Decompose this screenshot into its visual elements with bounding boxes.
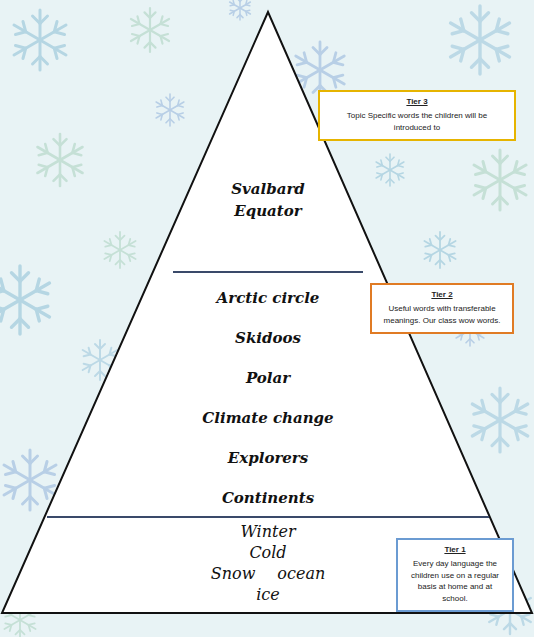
tier-divider <box>47 516 489 518</box>
snowflake <box>102 232 138 268</box>
word-row: Polar <box>246 358 290 398</box>
tier-heading: Tier 1 <box>406 545 504 554</box>
word-row: Arctic circle <box>217 278 320 318</box>
tier-1-callout: Tier 1 Every day language the children us… <box>396 538 514 612</box>
tier-description: Every day language the children use on a… <box>406 558 504 604</box>
tier-divider <box>173 271 363 273</box>
snowflake <box>128 8 172 52</box>
tier-heading: Tier 3 <box>328 97 506 106</box>
tier-description: Useful words with transferable meanings.… <box>380 303 504 326</box>
word-row: Skidoos <box>235 318 301 358</box>
vocabulary-word: ocean <box>277 564 325 583</box>
word-row: Equator <box>234 200 301 222</box>
vocabulary-word: Skidoos <box>235 329 301 347</box>
vocabulary-word: Equator <box>234 202 301 220</box>
tier-2-callout: Tier 2 Useful words with transferable mea… <box>370 283 514 334</box>
word-row: Explorers <box>228 438 308 478</box>
snowflake <box>446 6 513 74</box>
snowflake <box>468 388 531 452</box>
word-row: Continents <box>222 478 314 518</box>
snowflake <box>470 150 529 210</box>
tier-3-callout: Tier 3 Topic Specific words the children … <box>318 90 516 141</box>
snowflake <box>374 154 406 186</box>
vocabulary-word: Arctic circle <box>217 289 320 307</box>
word-row: Svalbard <box>231 178 305 200</box>
snowflake <box>154 94 186 126</box>
tier-description: Topic Specific words the children will b… <box>328 110 506 133</box>
word-row: Winter <box>240 521 295 542</box>
vocabulary-word: Explorers <box>228 449 308 467</box>
pyramid-triangle <box>2 12 532 613</box>
snowflake <box>34 134 86 186</box>
snowflake <box>228 0 252 20</box>
snowflake <box>10 10 69 70</box>
tier-heading: Tier 2 <box>380 290 504 299</box>
tier-3-band: SvalbardEquator <box>190 178 346 222</box>
vocabulary-word: Climate change <box>202 409 333 427</box>
vocabulary-word: Winter <box>240 522 295 541</box>
vocabulary-word: Snow <box>211 564 256 583</box>
vocabulary-word: Continents <box>222 489 314 507</box>
vocabulary-word: Svalbard <box>231 180 305 198</box>
vocabulary-word: Cold <box>249 543 286 562</box>
snowflake <box>422 232 458 268</box>
word-row: Cold <box>249 542 286 563</box>
tier-1-band: WinterColdSnow ocean ice <box>120 521 416 605</box>
vocabulary-word: Polar <box>246 369 290 387</box>
word-row: ice <box>256 584 280 605</box>
snowflake <box>0 266 54 334</box>
vocabulary-word: ice <box>256 585 280 604</box>
word-row: Climate change <box>202 398 333 438</box>
word-row: Snow ocean <box>211 563 326 584</box>
